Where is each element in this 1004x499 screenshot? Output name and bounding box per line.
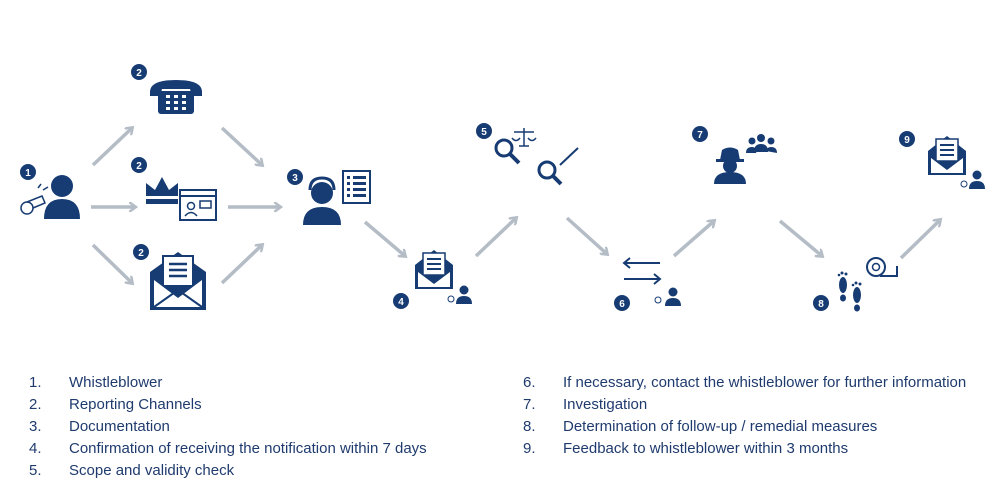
legend-left: 1. Whistleblower 2. Reporting Channels 3. D… <box>29 372 427 482</box>
legend-number: 7. <box>523 396 536 413</box>
arrow <box>565 216 607 254</box>
arrow <box>672 221 714 258</box>
legend-text: Whistleblower <box>69 374 163 391</box>
legend-item: 7. Investigation <box>523 394 966 416</box>
svg-text:8: 8 <box>818 299 824 310</box>
crown-browser-icon <box>146 177 217 221</box>
arrow <box>220 126 262 165</box>
legend-item: 6. If necessary, contact the whistleblowe… <box>523 372 966 394</box>
legend-text: Investigation <box>563 396 648 413</box>
legend-text: Feedback to whistleblower within 3 month… <box>563 440 849 457</box>
step-badge: 2 <box>133 244 149 260</box>
step-badge: 5 <box>476 123 492 139</box>
svg-text:2: 2 <box>136 68 142 79</box>
envelope-icon <box>150 252 206 310</box>
step-badge: 1 <box>20 164 36 180</box>
legend-text: Scope and validity check <box>69 462 235 479</box>
legend-text: Reporting Channels <box>69 396 202 413</box>
step-badge: 7 <box>692 126 708 142</box>
legend-number: 9. <box>523 440 536 457</box>
step-badge: 2 <box>131 64 147 80</box>
legend-number: 6. <box>523 374 536 391</box>
investigator-icon <box>714 134 777 184</box>
legend-item: 9. Feedback to whistleblower within 3 mon… <box>523 438 966 460</box>
legend-text: Confirmation of receiving the notificati… <box>69 440 427 457</box>
footprints-measure-icon <box>837 257 898 312</box>
legend-item: 4. Confirmation of receiving the notifica… <box>29 438 427 460</box>
legend-item: 2. Reporting Channels <box>29 394 427 416</box>
process-diagram: 1 2 2 2 3 4 5 6 7 8 9 <box>20 64 985 312</box>
legend-number: 4. <box>29 440 42 457</box>
legend-number: 2. <box>29 396 42 413</box>
flow-arrows <box>91 128 940 283</box>
legend-item: 5. Scope and validity check <box>29 460 427 482</box>
step-badge: 6 <box>614 295 630 311</box>
arrow <box>220 245 262 285</box>
svg-text:7: 7 <box>697 130 703 141</box>
legend-number: 8. <box>523 418 536 435</box>
arrow <box>899 220 940 260</box>
legend-item: 3. Documentation <box>29 416 427 438</box>
person-whistle-icon <box>20 175 80 219</box>
svg-text:4: 4 <box>398 297 404 308</box>
step-badge: 9 <box>899 131 915 147</box>
step-badge: 2 <box>131 157 147 173</box>
telephone-icon <box>150 80 202 114</box>
support-agent-checklist-icon <box>303 170 371 225</box>
step-badge: 8 <box>813 295 829 311</box>
arrow <box>91 243 132 283</box>
svg-text:1: 1 <box>25 168 31 179</box>
svg-text:9: 9 <box>904 135 910 146</box>
svg-text:5: 5 <box>481 127 487 138</box>
feedback-mail-icon <box>928 136 985 189</box>
step-badge: 3 <box>287 169 303 185</box>
legend-item: 8. Determination of follow-up / remedial … <box>523 416 966 438</box>
svg-text:2: 2 <box>136 161 142 172</box>
legend-right: 6. If necessary, contact the whistleblowe… <box>523 372 966 460</box>
svg-text:3: 3 <box>292 173 298 184</box>
svg-text:2: 2 <box>138 248 144 259</box>
svg-text:6: 6 <box>619 299 625 310</box>
legend-number: 1. <box>29 374 42 391</box>
mail-confirmation-icon <box>415 250 472 304</box>
legend-item: 1. Whistleblower <box>29 372 427 394</box>
arrow <box>474 218 516 258</box>
arrow <box>91 128 132 167</box>
step-badge: 4 <box>393 293 409 309</box>
legend-text: Determination of follow-up / remedial me… <box>563 418 878 435</box>
legend-number: 5. <box>29 462 42 479</box>
exchange-arrows-icon <box>622 257 681 306</box>
scales-magnifier-icon <box>494 128 579 186</box>
arrow <box>363 220 405 256</box>
legend-number: 3. <box>29 418 42 435</box>
arrow <box>778 219 822 256</box>
step-badges: 1 2 2 2 3 4 5 6 7 8 9 <box>20 64 915 311</box>
legend-text: Documentation <box>69 418 170 435</box>
legend-text: If necessary, contact the whistleblower … <box>563 374 967 391</box>
